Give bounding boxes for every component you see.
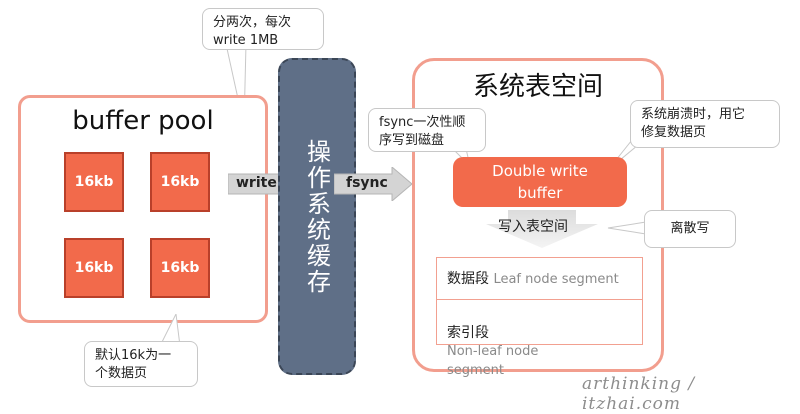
system-tablespace-title: 系统表空间 [472,72,603,102]
os-cache-label: 操作系统缓存 [302,138,331,295]
buffer-page: 16kb [150,238,210,298]
buffer-page: 16kb [150,152,210,212]
data-segment-desc: Leaf node segment [493,272,619,287]
segment-table: 数据段 Leaf node segment 索引段 Non-leaf node … [436,257,643,378]
write-into-label: 写入表空间 [498,219,568,235]
os-cache-box [278,58,356,375]
watermark: arthinking / itzhai.com [582,374,696,414]
doublewrite-buffer: Double write buffer [453,157,627,207]
discrete-write-callout: 离散写 [644,210,736,248]
data-segment-name: 数据段 [447,271,489,287]
fsync-arrow-label: fsync [346,175,388,191]
crash-recovery-callout: 系统崩溃时，用它 修复数据页 [630,100,780,148]
data-segment-row: 数据段 Leaf node segment [437,268,642,288]
default-page-callout: 默认16k为一 个数据页 [84,341,198,387]
fsync-arrow [334,167,413,201]
index-segment-desc: Non-leaf node segment [447,344,539,378]
write-twice-callout: 分两次，每次 write 1MB [202,8,324,50]
buffer-pool-title: buffer pool [72,106,214,136]
buffer-page: 16kb [64,238,124,298]
buffer-page: 16kb [64,152,124,212]
segment-divider [437,299,642,300]
index-segment-row: 索引段 Non-leaf node segment [437,306,642,380]
write-into-arrow [486,210,598,248]
write-arrow-label: write [236,175,277,191]
buffer-pool-box [18,95,268,323]
fsync-callout: fsync一次性顺 序写到磁盘 [368,108,486,152]
index-segment-name: 索引段 [447,325,489,341]
